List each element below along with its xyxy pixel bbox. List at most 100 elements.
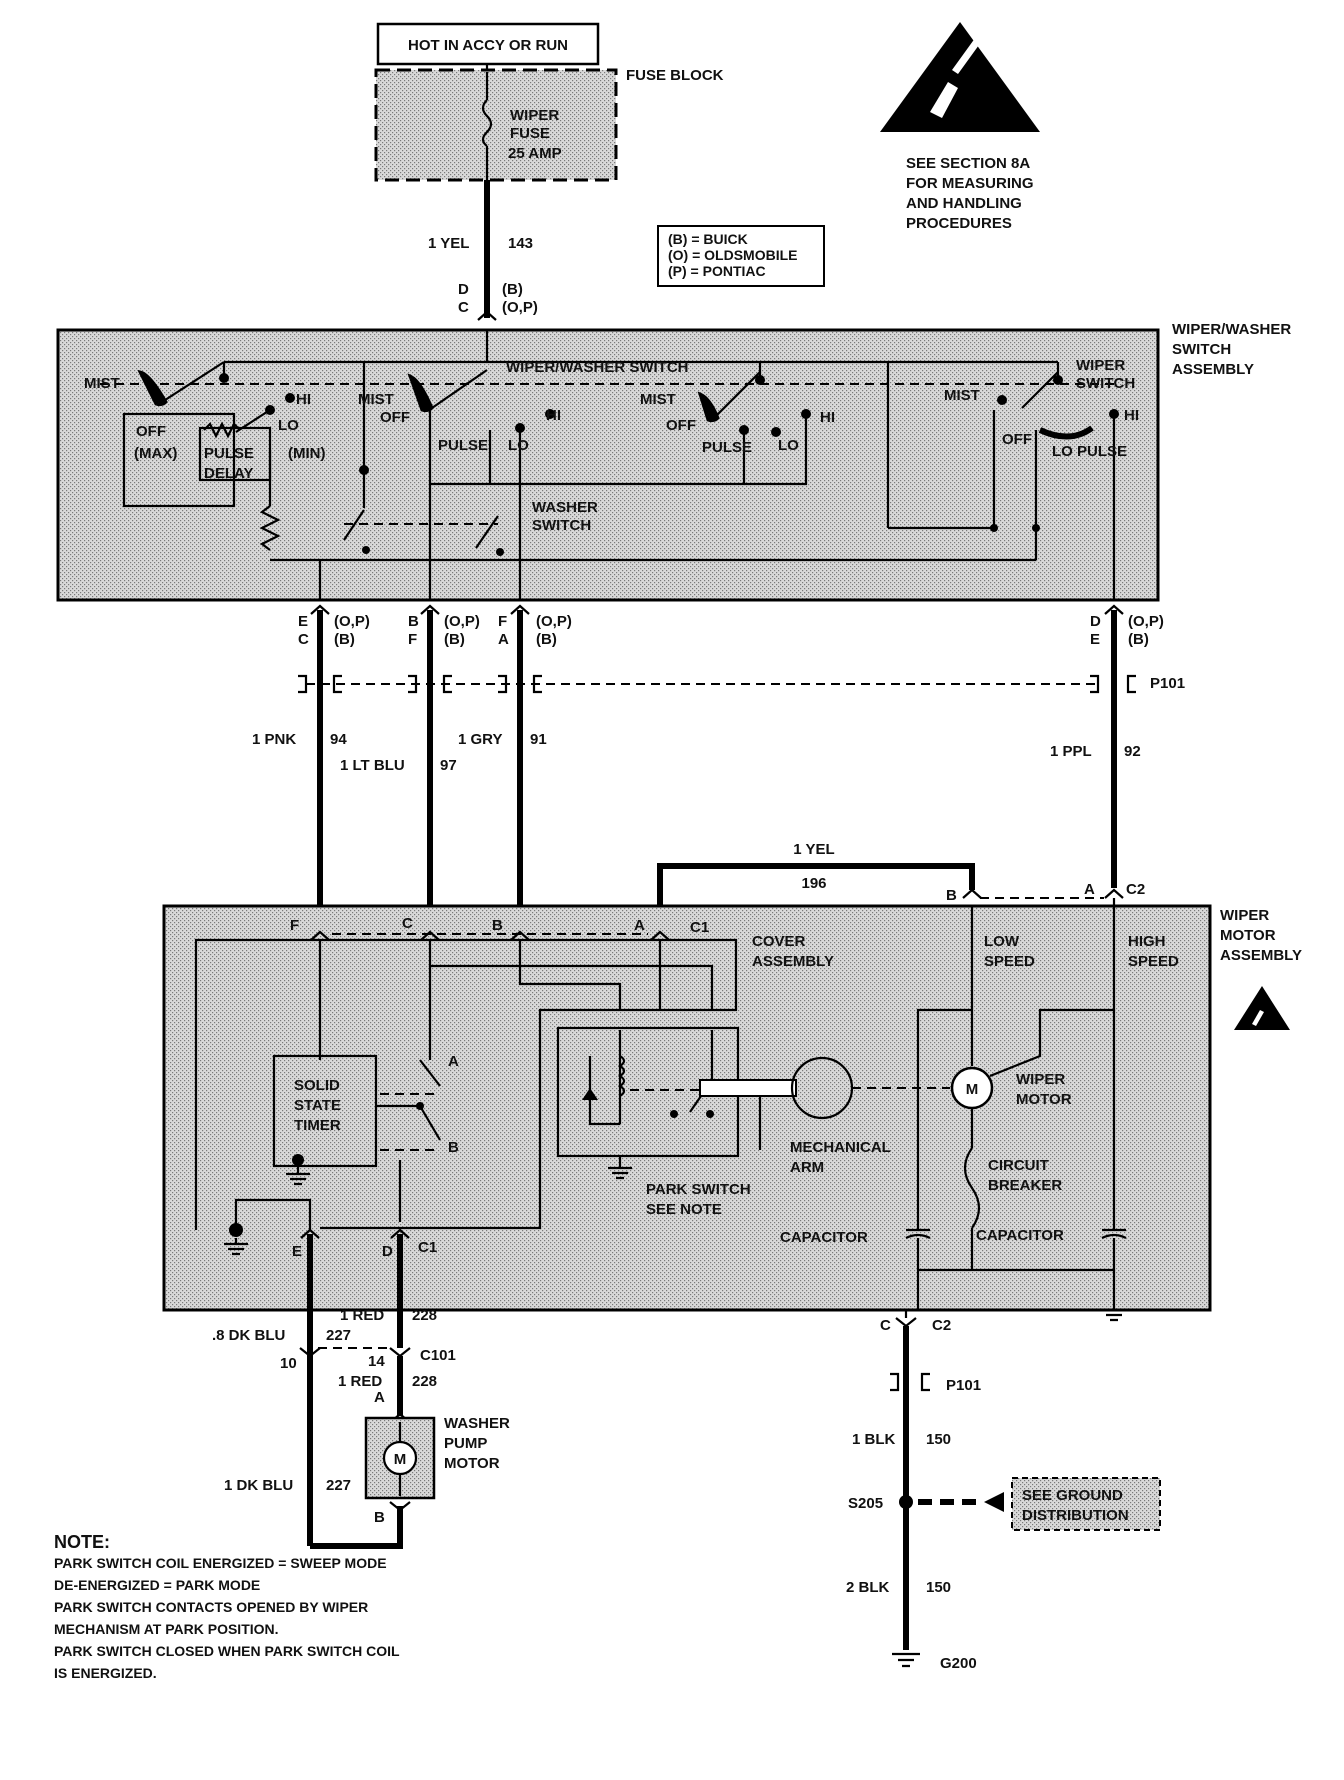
- svg-text:196: 196: [801, 875, 826, 892]
- svg-text:SWITCH: SWITCH: [1076, 375, 1135, 392]
- svg-text:D: D: [1090, 613, 1101, 630]
- svg-text:F: F: [408, 631, 417, 648]
- svg-text:TIMER: TIMER: [294, 1117, 341, 1134]
- wire-pnk-94: E C (O,P) (B) 1 PNK 94: [252, 604, 370, 930]
- wire-lt-blu-97: B F (O,P) (B) 1 LT BLU 97: [340, 604, 480, 930]
- fuse-block-title: FUSE BLOCK: [626, 67, 724, 84]
- park-ground-icon: [608, 1156, 632, 1180]
- svg-text:LO: LO: [778, 437, 799, 454]
- svg-text:FOR MEASURING: FOR MEASURING: [906, 175, 1034, 192]
- svg-text:B: B: [448, 1139, 459, 1156]
- svg-text:A: A: [374, 1389, 385, 1406]
- svg-text:PULSE: PULSE: [204, 445, 254, 462]
- svg-text:(O) = OLDSMOBILE: (O) = OLDSMOBILE: [668, 247, 798, 263]
- note-block: NOTE: PARK SWITCH COIL ENERGIZED = SWEEP…: [54, 1532, 400, 1681]
- svg-text:(O,P): (O,P): [1128, 613, 1164, 630]
- solid-state-timer: SOLID STATE TIMER: [272, 1054, 378, 1186]
- svg-text:IS ENERGIZED.: IS ENERGIZED.: [54, 1665, 157, 1681]
- wire-yel-196: 1 YEL 196 B A C2: [657, 841, 1145, 930]
- circuit-breaker-icon: [963, 1147, 981, 1229]
- svg-text:LO PULSE: LO PULSE: [1052, 443, 1127, 460]
- note-title: NOTE:: [54, 1532, 110, 1552]
- svg-text:1 BLK: 1 BLK: [852, 1431, 896, 1448]
- svg-text:SEE SECTION 8A: SEE SECTION 8A: [906, 155, 1030, 172]
- svg-text:(O,P): (O,P): [536, 613, 572, 630]
- splice-s205-icon: [899, 1495, 913, 1509]
- svg-text:228: 228: [412, 1373, 437, 1390]
- svg-text:CAPACITOR: CAPACITOR: [780, 1229, 868, 1246]
- arrow-icon: [984, 1492, 1004, 1512]
- svg-text:B: B: [408, 613, 419, 630]
- svg-text:(B): (B): [1128, 631, 1149, 648]
- svg-text:(O,P): (O,P): [334, 613, 370, 630]
- svg-text:WIPER/WASHER: WIPER/WASHER: [1172, 321, 1291, 338]
- mist-lever-2: [407, 373, 434, 413]
- svg-text:150: 150: [926, 1579, 951, 1596]
- svg-text:OFF: OFF: [1002, 431, 1032, 448]
- washer-pump-motor: M: [364, 1416, 436, 1500]
- svg-text:MIST: MIST: [944, 387, 980, 404]
- svg-text:CIRCUIT: CIRCUIT: [988, 1157, 1049, 1174]
- mechanical-arm: MECHANICAL ARM: [699, 1056, 950, 1176]
- svg-text:DISTRIBUTION: DISTRIBUTION: [1022, 1507, 1129, 1524]
- svg-text:PULSE: PULSE: [702, 439, 752, 456]
- ground-distribution-box: SEE GROUND DISTRIBUTION: [1011, 1477, 1161, 1531]
- svg-text:LOW: LOW: [984, 933, 1020, 950]
- svg-text:PUMP: PUMP: [444, 1435, 487, 1452]
- svg-text:F: F: [290, 917, 299, 934]
- svg-text:91: 91: [530, 731, 547, 748]
- svg-text:228: 228: [412, 1307, 437, 1324]
- svg-text:OFF: OFF: [666, 417, 696, 434]
- svg-text:MECHANICAL: MECHANICAL: [790, 1139, 891, 1156]
- svg-text:E: E: [1090, 631, 1100, 648]
- svg-text:150: 150: [926, 1431, 951, 1448]
- svg-text:C2: C2: [1126, 881, 1145, 898]
- svg-text:AND HANDLING: AND HANDLING: [906, 195, 1022, 212]
- esd-warning-icon-small: [1234, 986, 1290, 1030]
- svg-text:C: C: [458, 299, 469, 316]
- svg-text:ASSEMBLY: ASSEMBLY: [1220, 947, 1302, 964]
- svg-text:WASHER: WASHER: [532, 499, 598, 516]
- svg-text:C101: C101: [420, 1347, 456, 1364]
- svg-text:DELAY: DELAY: [204, 465, 253, 482]
- power-source-box: HOT IN ACCY OR RUN: [376, 22, 600, 66]
- wire-gry-91: F A (O,P) (B) 1 GRY 91: [458, 604, 572, 930]
- svg-text:BREAKER: BREAKER: [988, 1177, 1062, 1194]
- svg-text:B: B: [946, 887, 957, 904]
- svg-text:SEE GROUND: SEE GROUND: [1022, 1487, 1123, 1504]
- svg-text:B: B: [492, 917, 503, 934]
- svg-text:S205: S205: [848, 1495, 883, 1512]
- svg-text:P101: P101: [946, 1377, 981, 1394]
- relay-contacts: A B: [376, 966, 459, 1222]
- svg-text:PARK SWITCH CONTACTS OPENED BY: PARK SWITCH CONTACTS OPENED BY WIPER: [54, 1599, 368, 1615]
- feed-wire-color: 1 YEL: [428, 235, 469, 252]
- svg-text:COVER: COVER: [752, 933, 806, 950]
- svg-text:1 DK BLU: 1 DK BLU: [224, 1477, 293, 1494]
- svg-text:WIPER: WIPER: [1220, 907, 1269, 924]
- svg-text:(P) = PONTIAC: (P) = PONTIAC: [668, 263, 766, 279]
- svg-text:ASSEMBLY: ASSEMBLY: [1172, 361, 1254, 378]
- svg-text:C2: C2: [932, 1317, 951, 1334]
- fuse-block: WIPER FUSE 25 AMP: [374, 68, 618, 182]
- svg-text:C1: C1: [418, 1239, 437, 1256]
- svg-text:227: 227: [326, 1327, 351, 1344]
- svg-text:D: D: [458, 281, 469, 298]
- svg-text:1 YEL: 1 YEL: [793, 841, 834, 858]
- esd-note: SEE SECTION 8A FOR MEASURING AND HANDLIN…: [906, 155, 1034, 232]
- svg-text:MECHANISM AT PARK POSITION.: MECHANISM AT PARK POSITION.: [54, 1621, 279, 1637]
- make-legend: (B) = BUICK (O) = OLDSMOBILE (P) = PONTI…: [657, 225, 825, 287]
- svg-text:PULSE: PULSE: [438, 437, 488, 454]
- svg-text:A: A: [448, 1053, 459, 1070]
- timer-ground-icon: [286, 1166, 310, 1186]
- fuse-icon: [481, 99, 493, 147]
- cover-assembly: COVER ASSEMBLY: [194, 933, 834, 1230]
- svg-text:HI: HI: [1124, 407, 1139, 424]
- svg-text:MOTOR: MOTOR: [1016, 1091, 1072, 1108]
- svg-text:PARK SWITCH CLOSED WHEN PARK: PARK SWITCH CLOSED WHEN PARK SWITCH COIL: [54, 1643, 400, 1659]
- svg-text:HI: HI: [820, 409, 835, 426]
- diode-icon: [582, 1088, 598, 1100]
- switch-assembly-title: WIPER/WASHER SWITCH ASSEMBLY: [1172, 321, 1291, 378]
- wire-ppl-92: D E (O,P) (B) 1 PPL 92: [1050, 604, 1164, 888]
- svg-text:MIST: MIST: [84, 375, 120, 392]
- svg-text:.8 DK BLU: .8 DK BLU: [212, 1327, 285, 1344]
